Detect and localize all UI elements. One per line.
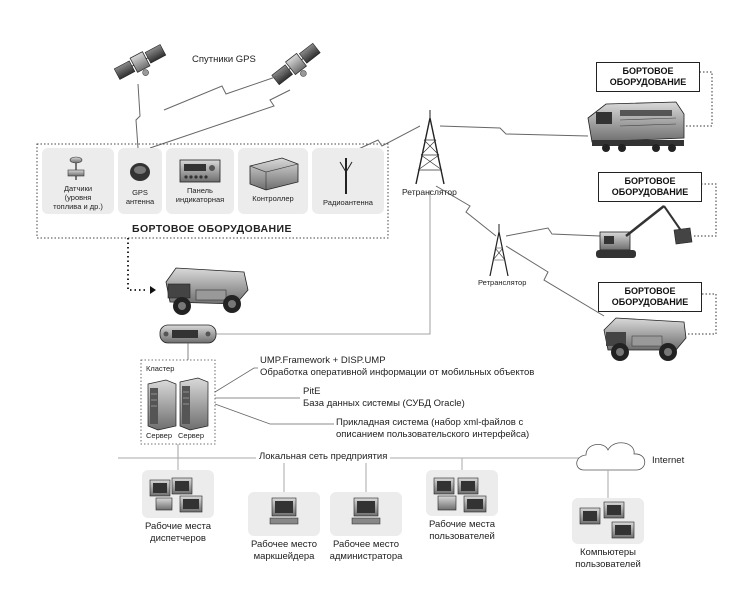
workstation-surveyor-label: Рабочее место маркшейдера — [250, 539, 318, 562]
relay-secondary-label: Ретранслятор — [478, 278, 527, 287]
radio-link-excavator — [505, 227, 601, 237]
computer-icon-admin — [351, 497, 381, 525]
onboard-item-controller-label: Контроллер — [252, 194, 294, 203]
computer-icon-dispatchers — [149, 477, 203, 513]
computer-icon-users — [433, 477, 487, 513]
software-line-3 — [214, 403, 334, 425]
server-2-label: Сервер — [178, 431, 205, 440]
workstation-internet-users-label: Компьютеры пользователей — [575, 547, 641, 570]
satellites-label: Спутники GPS — [192, 54, 256, 65]
onboard-frame — [36, 143, 389, 239]
radio-link-base — [216, 190, 431, 335]
software-1-line2: Обработка оперативной информации от моби… — [260, 367, 535, 378]
software-1-line1: UMP.Framework + DISP.UMP — [260, 355, 386, 366]
locomotive-icon — [587, 101, 685, 152]
relay-tower-main — [415, 110, 445, 185]
onboard-item-radio-label: Радиоантенна — [323, 198, 373, 207]
server-icon-2 — [179, 377, 209, 431]
equipment-box-dumptruck: БОРТОВОЕ ОБОРУДОВАНИЕ — [598, 282, 702, 312]
onboard-card-radio — [312, 148, 384, 214]
onboard-title: БОРТОВОЕ ОБОРУДОВАНИЕ — [132, 223, 292, 235]
software-2-line2: База данных системы (СУБД Oracle) — [303, 398, 465, 409]
computer-icon-surveyor — [269, 497, 299, 525]
computer-icon-internet-users — [579, 501, 635, 539]
onboard-item-sensors-label: Датчики (уровня топлива и др.) — [53, 184, 103, 211]
software-3-line1: Прикладная система (набор xml-файлов с — [336, 417, 524, 428]
equipment-box-excavator: БОРТОВОЕ ОБОРУДОВАНИЕ — [598, 172, 702, 202]
cluster-frame — [140, 359, 216, 445]
sensor-icon — [67, 156, 85, 180]
dump-truck-right-icon — [603, 317, 687, 361]
onboard-item-panel-label: Панель индикаторная — [175, 186, 225, 204]
locomotive-to-box-line — [686, 71, 713, 127]
radio-link-sat2 — [149, 89, 291, 149]
server-1-label: Сервер — [146, 431, 173, 440]
excavator-to-box-line — [694, 183, 717, 237]
satellite-icon-1 — [113, 44, 167, 80]
workstation-admin-label: Рабочее место администратора — [329, 539, 403, 562]
relay-main-label: Ретранслятор — [402, 187, 457, 197]
equipment-box-locomotive: БОРТОВОЕ ОБОРУДОВАНИЕ — [596, 62, 700, 92]
cluster-title: Кластер — [146, 364, 175, 373]
internet-cloud-icon — [576, 442, 646, 498]
radio-link-sat-to-sat — [163, 73, 285, 111]
radio-link-onboard — [351, 125, 421, 153]
software-3-line2: описанием пользовательского интерфейса) — [336, 429, 530, 440]
lan-label: Локальная сеть предприятия — [256, 451, 391, 463]
internet-label: Internet — [652, 455, 685, 466]
indicator-panel-icon — [179, 159, 221, 183]
gps-antenna-icon — [130, 163, 150, 181]
radio-link-train — [439, 125, 589, 137]
radio-link-sat1 — [135, 83, 141, 149]
radio-antenna-icon — [339, 158, 353, 194]
controller-icon — [249, 157, 299, 191]
relay-tower-secondary — [489, 224, 509, 277]
radio-link-dumptruck — [505, 245, 605, 317]
radio-link-relay-relay — [435, 185, 497, 237]
software-line-1 — [214, 367, 258, 393]
server-icon-1 — [147, 379, 177, 431]
dump-truck-icon — [165, 267, 249, 315]
onboard-item-gps-label: GPS антенна — [125, 188, 155, 206]
workstation-dispatchers-label: Рабочие места диспетчеров — [144, 521, 212, 544]
workstation-users-label: Рабочие места пользователей — [428, 519, 496, 542]
software-2-line1: PitE — [303, 386, 321, 397]
excavator-icon — [596, 205, 693, 258]
dumptruck-to-box-line — [688, 293, 717, 335]
